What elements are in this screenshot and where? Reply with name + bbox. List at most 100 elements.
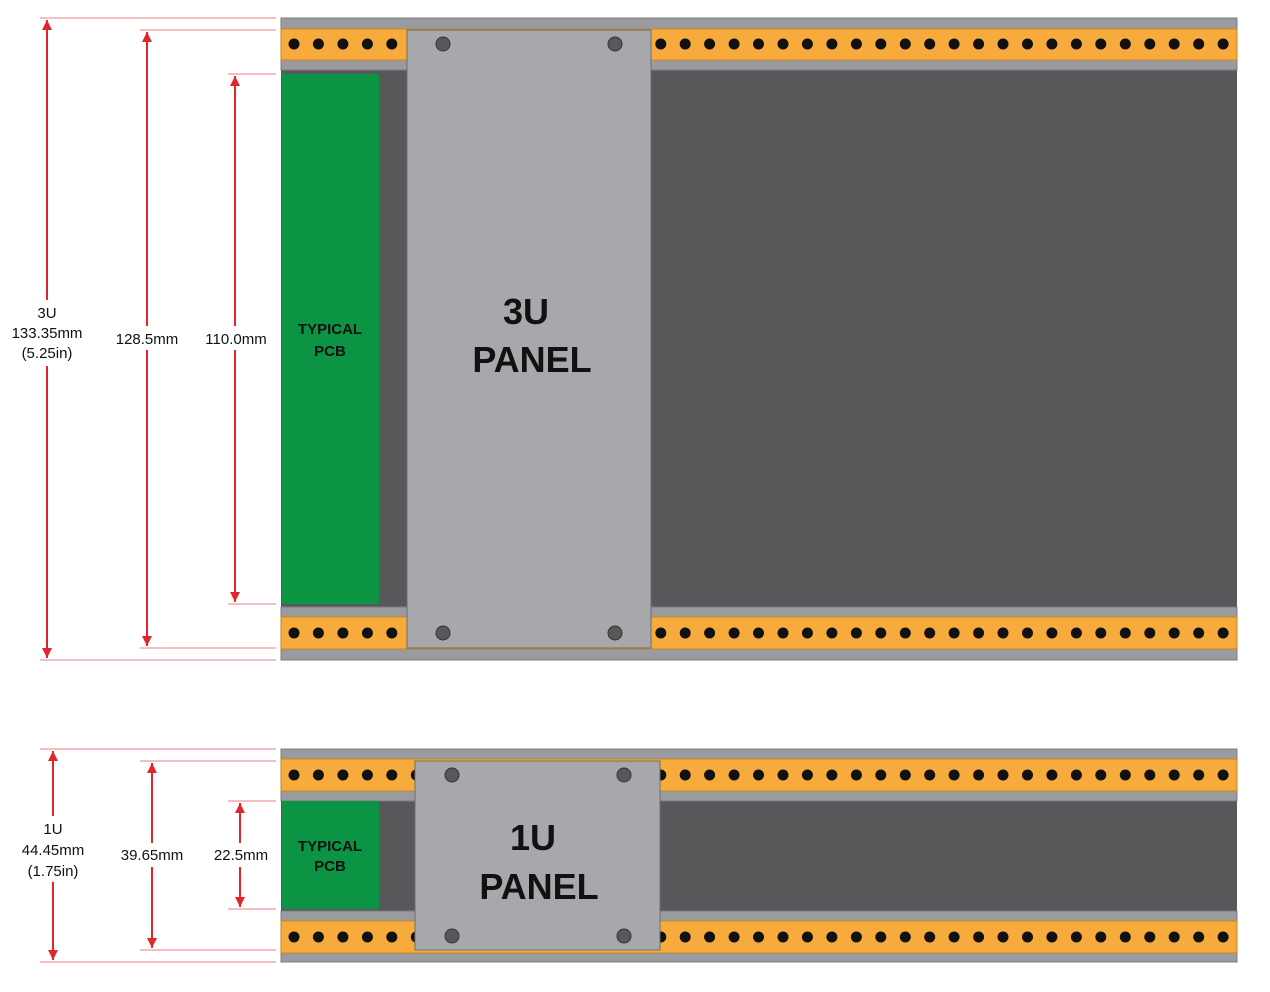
rail-hole	[386, 38, 398, 50]
pcb-label-line-2: PCB	[314, 858, 346, 875]
rail-hole	[728, 769, 740, 781]
screw-hole	[444, 928, 460, 944]
panel-label-line-1: 3U	[503, 291, 549, 332]
rail-hole	[679, 931, 691, 943]
rail-hole	[1119, 38, 1131, 50]
rail-hole	[924, 627, 936, 639]
rail-hole	[850, 931, 862, 943]
rail-hole	[948, 38, 960, 50]
pcb-label-line-2: PCB	[314, 343, 346, 360]
rail-hole	[948, 769, 960, 781]
rail-hole	[1022, 931, 1033, 943]
rail-hole	[753, 38, 764, 50]
rail-hole	[1193, 38, 1205, 50]
panel-label-line-2: PANEL	[479, 866, 598, 907]
rail-hole	[1095, 38, 1107, 50]
rail-hole	[728, 38, 740, 50]
pcb-label-line-1: TYPICAL	[298, 838, 362, 855]
rail-hole	[801, 38, 813, 50]
rail-hole	[704, 627, 716, 639]
rail-hole	[288, 627, 300, 639]
rail-hole	[1193, 627, 1205, 639]
rail-hole	[973, 931, 985, 943]
rail-hole	[1217, 627, 1229, 639]
rail-hole	[1144, 931, 1156, 943]
screw-hole	[435, 625, 451, 641]
rail-hole	[1168, 38, 1180, 50]
rail-hole	[973, 627, 985, 639]
rail-hole	[777, 769, 789, 781]
dimension-label-bg	[116, 843, 190, 867]
rail-hole	[1217, 38, 1229, 50]
rail-hole	[801, 627, 813, 639]
rail-hole	[1070, 38, 1082, 50]
dim-total-line-1: 1U	[43, 821, 62, 838]
rail-hole	[924, 38, 936, 50]
dim-panel-3u: 128.5mm	[116, 331, 179, 348]
dim-pcb-3u: 110.0mm	[205, 331, 266, 348]
rail-hole	[1168, 769, 1180, 781]
dim-total-line-2: 44.45mm	[22, 842, 85, 859]
rail-hole	[997, 931, 1009, 943]
rail-hole	[1193, 769, 1205, 781]
pcb-label-line-1: TYPICAL	[298, 321, 362, 338]
rail-hole	[753, 627, 764, 639]
rail-hole	[1193, 931, 1205, 943]
dim-panel-1u: 39.65mm	[121, 847, 184, 864]
rail-hole	[1046, 627, 1058, 639]
screw-hole	[607, 625, 623, 641]
dim-pcb-1u: 22.5mm	[214, 847, 268, 864]
rail-hole	[728, 931, 740, 943]
screw-hole	[607, 36, 623, 52]
rail-hole	[312, 627, 324, 639]
rail-hole	[288, 931, 300, 943]
rail-hole	[337, 931, 349, 943]
rail-hole	[361, 38, 373, 50]
rail-hole	[361, 627, 373, 639]
screw-hole	[435, 36, 451, 52]
dimension-label-bg	[202, 326, 270, 350]
rail-hole	[850, 769, 862, 781]
rack-3u: 3U 133.35mm (5.25in) 128.5mm 110.0mm TYP…	[12, 17, 1238, 661]
rail-hole	[997, 769, 1009, 781]
dim-total-line-1: 3U	[37, 305, 56, 322]
rail-hole	[973, 38, 985, 50]
rail-hole	[875, 931, 887, 943]
pcb-3u	[282, 74, 379, 604]
dim-total-line-2: 133.35mm	[12, 325, 83, 342]
rail-hole	[1168, 627, 1180, 639]
rail-hole	[288, 769, 300, 781]
rail-hole	[1168, 931, 1180, 943]
rail-hole	[361, 931, 373, 943]
rail-hole	[801, 769, 813, 781]
rail-hole	[875, 38, 887, 50]
panel-1u	[414, 760, 661, 951]
rail-hole	[728, 627, 740, 639]
dim-total-line-3: (1.75in)	[28, 863, 79, 880]
rail-hole	[386, 931, 398, 943]
panel-label-line-2: PANEL	[472, 339, 591, 380]
rail-hole	[826, 38, 838, 50]
rail-hole	[948, 931, 960, 943]
dimension-label-bg	[12, 300, 84, 366]
rail-hole	[753, 931, 764, 943]
pcb-1u	[282, 801, 379, 909]
rail-hole	[655, 38, 667, 50]
extension-lines-1u	[40, 748, 276, 963]
rail-hole	[899, 931, 911, 943]
rail-hole	[1070, 627, 1082, 639]
rail-hole	[1217, 769, 1229, 781]
rail-hole	[312, 931, 324, 943]
rail-hole	[1119, 769, 1131, 781]
rail-hole	[386, 627, 398, 639]
panel-label-line-1: 1U	[510, 817, 556, 858]
rail-hole	[1119, 627, 1131, 639]
dimension-label-bg	[208, 843, 274, 867]
rail-hole	[312, 769, 324, 781]
rail-hole	[1217, 931, 1229, 943]
rail-hole	[1095, 931, 1107, 943]
rail-hole	[777, 627, 789, 639]
rail-hole	[997, 627, 1009, 639]
rail-hole	[875, 627, 887, 639]
rail-hole	[337, 627, 349, 639]
